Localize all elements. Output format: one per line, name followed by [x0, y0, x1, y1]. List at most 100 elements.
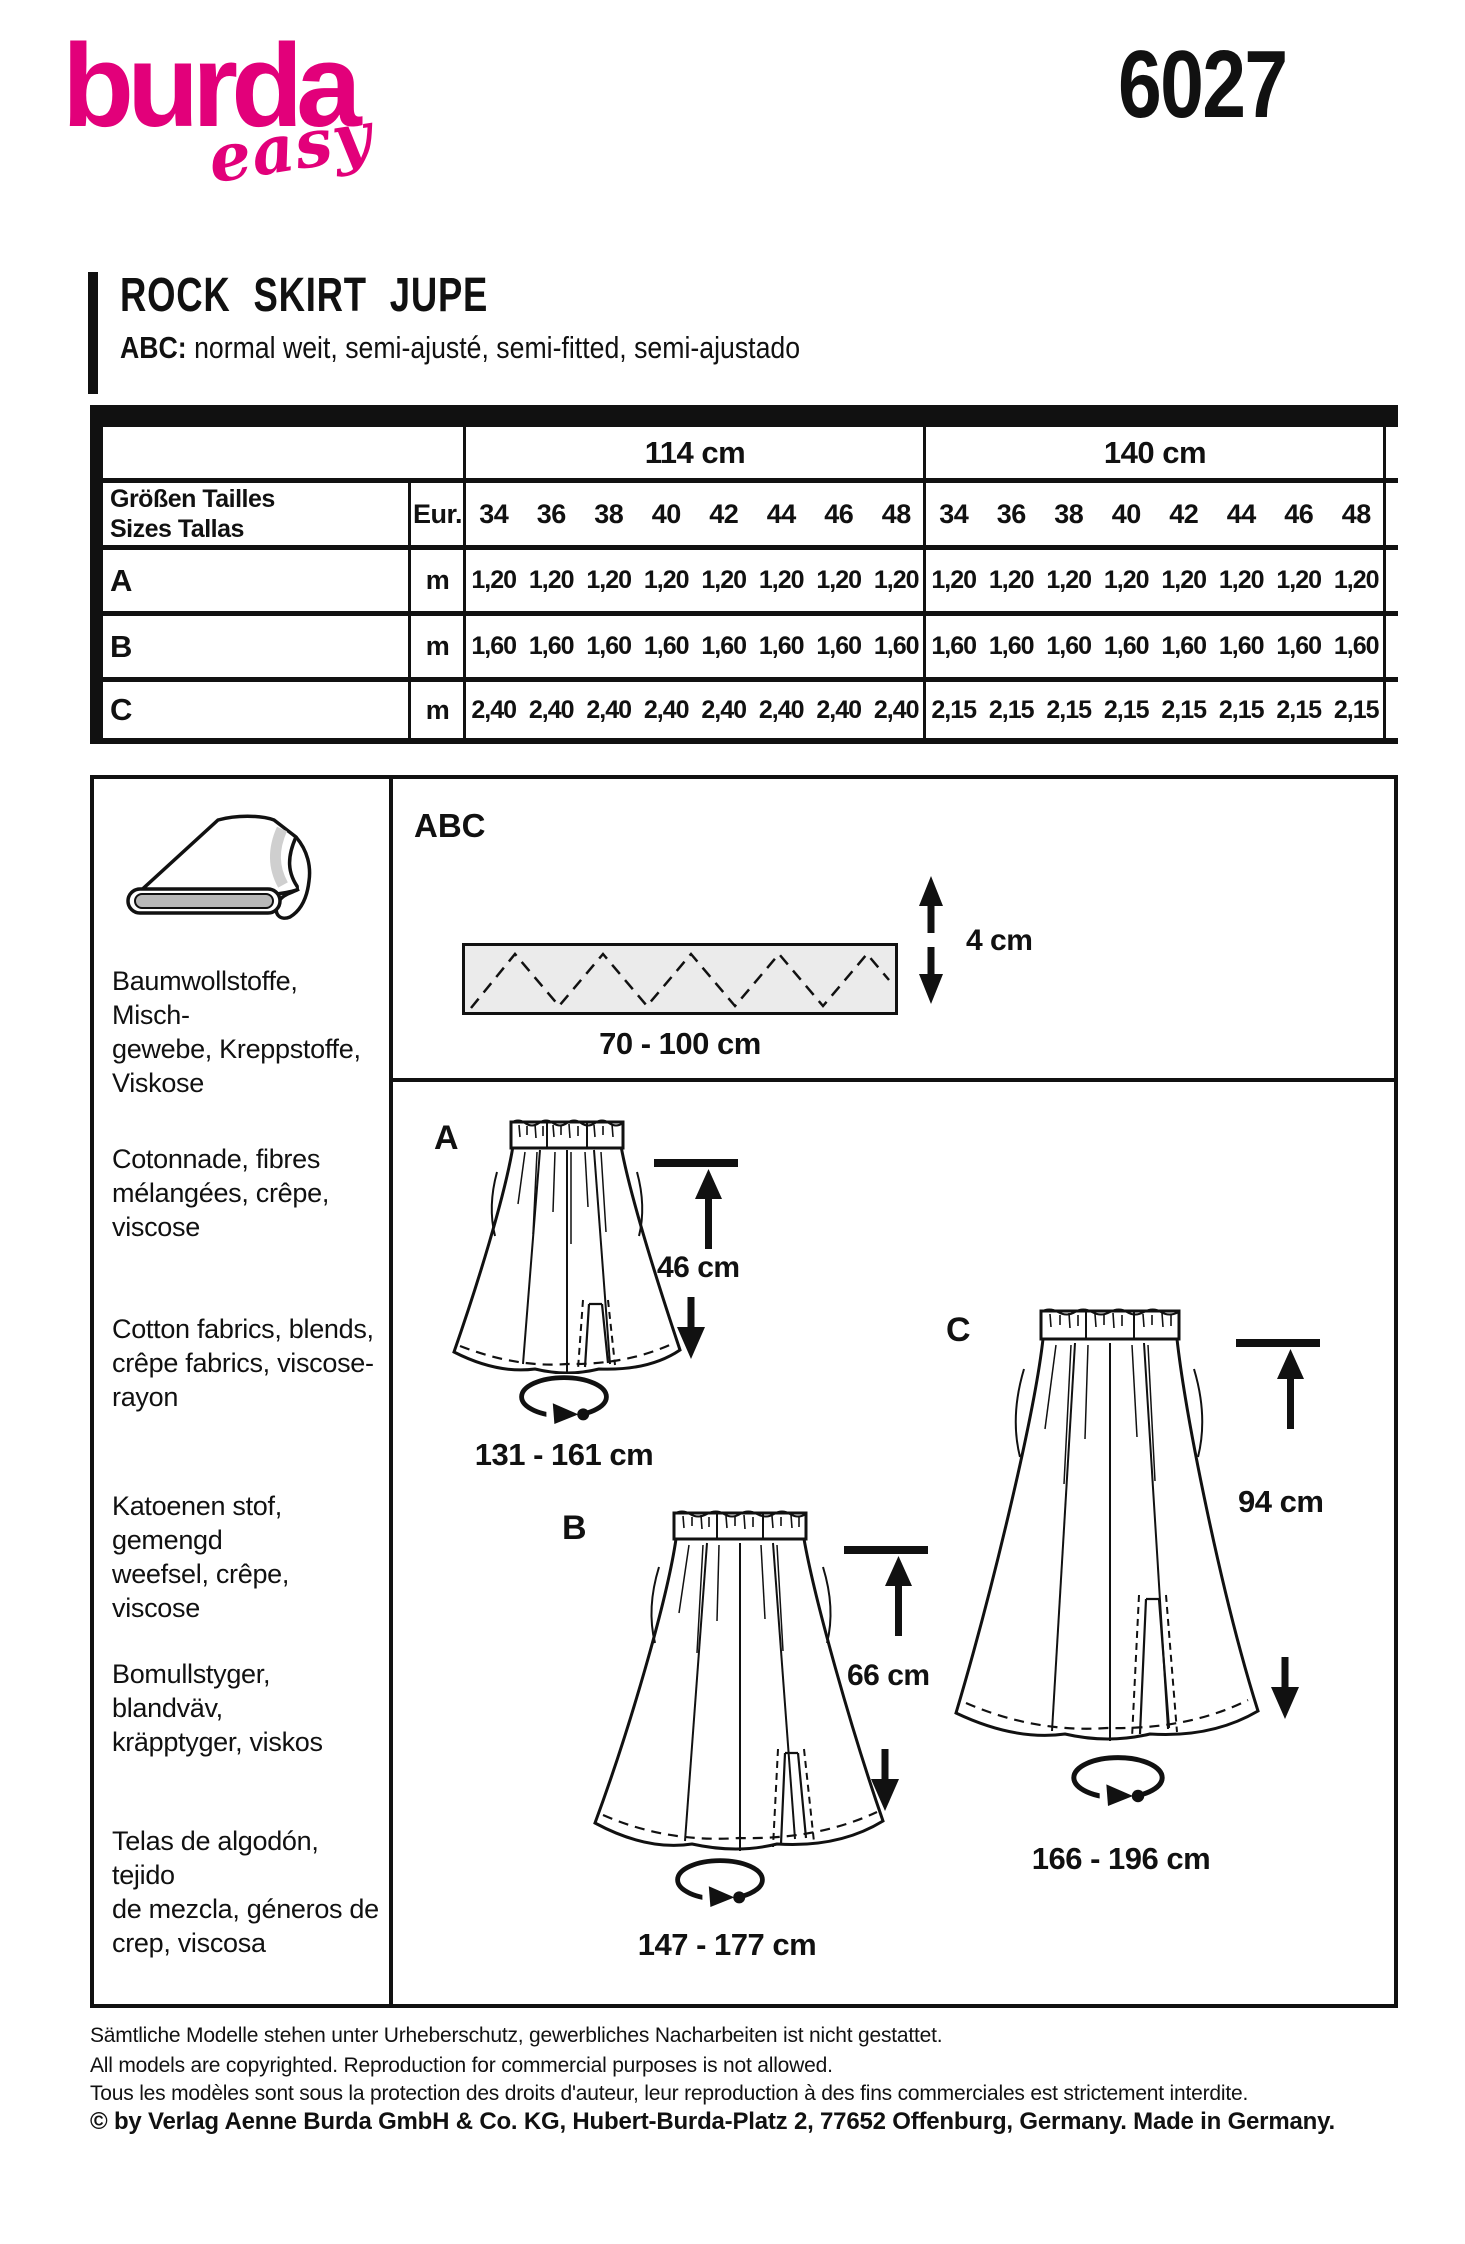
value-cell: 1,60 [1333, 632, 1380, 660]
value-cell: 1,20 [1161, 566, 1207, 594]
row-label: C [110, 692, 132, 727]
table-rule [90, 545, 1398, 550]
value-cell: 1,20 [1333, 566, 1380, 594]
fabric-text-de: Baumwollstoffe, Misch- gewebe, Kreppstof… [112, 966, 361, 1098]
value-cell: 1,20 [701, 566, 747, 594]
view-a-label: A [434, 1119, 459, 1157]
table-rule [90, 611, 1398, 616]
interfacing-band [462, 943, 898, 1015]
size-cell: 36 [536, 498, 567, 529]
value-cell: 2,40 [816, 695, 862, 724]
title-accent-bar [88, 272, 98, 394]
value-cell: 1,60 [643, 632, 690, 660]
value-cell: 1,20 [586, 566, 632, 594]
table-top-bar [90, 405, 1398, 427]
interfacing-views-label: ABC [414, 807, 486, 844]
length-arrow-down-icon [871, 1749, 899, 1811]
value-cell: 1,60 [701, 632, 747, 660]
illustration-box: Baumwollstoffe, Misch- gewebe, Kreppstof… [90, 775, 1398, 2008]
value-cell: 1,60 [816, 632, 862, 660]
value-cell: 1,20 [758, 566, 805, 594]
skirt-c-drawing [954, 1308, 1260, 1741]
sizes-header-row: Größen Tailles Sizes Tallas Eur. 34 36 3… [90, 483, 1398, 545]
value-cell: 1,20 [471, 566, 517, 594]
value-cell: 1,20 [643, 566, 690, 594]
view-b-label: B [562, 1509, 587, 1547]
value-cell: 1,20 [528, 566, 575, 594]
table-vline [408, 483, 411, 744]
value-cell: 1,60 [931, 632, 977, 660]
value-cell: 1,60 [873, 632, 920, 660]
sizes-header-label: Größen Tailles Sizes Tallas [110, 485, 275, 543]
size-cell: 34 [939, 498, 969, 529]
value-cell: 1,60 [988, 632, 1035, 660]
value-cell: 2,15 [1218, 695, 1265, 724]
value-cell: 2,40 [586, 695, 632, 724]
view-b-length-label: 66 cm [847, 1659, 930, 1692]
size-cell: 48 [881, 498, 912, 529]
size-table: 114 cm 140 cm Größen Tailles Sizes Talla… [90, 405, 1398, 744]
table-rule [90, 478, 1398, 483]
size-cell: 38 [1054, 498, 1084, 529]
fabric-text-fr: Cotonnade, fibres mélangées, crêpe, visc… [112, 1144, 330, 1242]
copyright-line-fr: Tous les modèles sont sous la protection… [90, 2082, 1249, 2105]
value-cell: 2,40 [758, 695, 805, 724]
value-cell: 1,60 [1046, 632, 1092, 660]
views-label: ABC: [120, 330, 187, 365]
value-cell: 2,15 [1103, 695, 1150, 724]
size-cell: 42 [709, 498, 739, 529]
eur-header: Eur. [412, 498, 463, 529]
length-arrow-down-icon [677, 1297, 705, 1359]
size-cell: 38 [594, 498, 624, 529]
fabric-text-en: Cotton fabrics, blends, crêpe fabrics, v… [112, 1314, 374, 1412]
value-cell: 1,20 [1046, 566, 1092, 594]
hem-circumference-icon [675, 1858, 765, 1907]
view-b-hem-label: 147 - 177 cm [637, 1927, 817, 1962]
fabric-width-140: 140 cm [1103, 434, 1207, 470]
value-cell: 2,40 [643, 695, 690, 724]
size-cell: 44 [766, 498, 797, 529]
band-height-label: 4 cm [966, 924, 1033, 957]
length-arrow-up-icon [654, 1159, 738, 1249]
value-cell: 2,15 [1046, 695, 1092, 724]
value-cell: 1,60 [1218, 632, 1265, 660]
value-cell: 1,20 [873, 566, 920, 594]
value-cell: 2,40 [873, 695, 920, 724]
row-label: B [110, 628, 132, 664]
fabric-bolt-icon [126, 814, 312, 920]
value-cell: 1,60 [586, 632, 632, 660]
table-rule [90, 738, 1398, 744]
hem-circumference-icon [1071, 1755, 1165, 1806]
length-arrow-up-icon [844, 1546, 928, 1636]
view-c-length-label: 94 cm [1238, 1484, 1324, 1519]
size-cell: 40 [1111, 498, 1142, 529]
fabric-width-114: 114 cm [644, 434, 746, 470]
value-cell: 2,15 [988, 695, 1035, 724]
fabric-column-divider [389, 779, 393, 2004]
length-arrow-up-icon [1236, 1339, 1320, 1429]
value-cell: 1,60 [471, 632, 517, 660]
value-cell: 1,20 [931, 566, 977, 594]
band-width-label: 70 - 100 cm [599, 1026, 761, 1061]
unit-cell: m [425, 631, 450, 661]
size-cell: 46 [824, 498, 854, 529]
fabric-width-row: 114 cm 140 cm [90, 427, 1398, 478]
view-c-hem-label: 166 - 196 cm [1031, 1841, 1211, 1876]
size-cell: 36 [996, 498, 1027, 529]
value-cell: 2,15 [1333, 695, 1380, 724]
value-cell: 2,40 [528, 695, 575, 724]
size-cell: 42 [1169, 498, 1199, 529]
fabric-text-sv: Bomullstyger, blandväv, kräpptyger, visk… [112, 1659, 323, 1757]
size-cell: 46 [1284, 498, 1314, 529]
value-cell: 2,15 [1276, 695, 1322, 724]
table-vline [1383, 427, 1386, 744]
table-vline [463, 427, 466, 744]
views-description: normal weit, semi-ajusté, semi-fitted, s… [194, 330, 801, 365]
length-arrow-down-icon [1271, 1657, 1299, 1719]
unit-cell: m [425, 694, 450, 725]
row-label: A [110, 562, 132, 598]
copyright-line-en: All models are copyrighted. Reproduction… [90, 2054, 833, 2077]
table-vline [923, 427, 926, 744]
unit-cell: m [425, 565, 450, 595]
hem-circumference-icon [519, 1375, 609, 1424]
